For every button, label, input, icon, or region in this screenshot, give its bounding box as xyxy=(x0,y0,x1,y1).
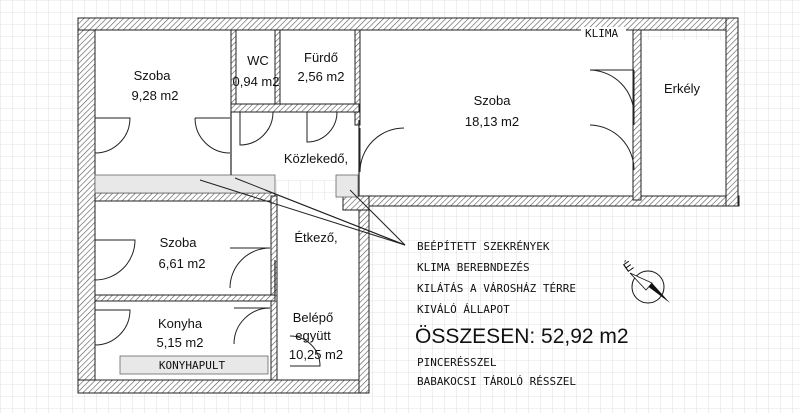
entrance-line1: Belépő xyxy=(293,310,333,325)
entrance-line2: együtt xyxy=(295,328,331,343)
wc-name: WC xyxy=(247,53,269,68)
klima-box xyxy=(581,27,626,40)
kitchen-area: 5,15 m2 xyxy=(157,335,204,350)
room-a-name: Szoba xyxy=(134,68,172,83)
total-area: ÖSSZESEN: 52,92 m2 xyxy=(415,325,629,348)
corridor-name: Közlekedő, xyxy=(284,151,348,166)
dining-name: Étkező, xyxy=(294,230,337,245)
wc-area: 0,94 m2 xyxy=(233,74,280,89)
room-big-area: 18,13 m2 xyxy=(465,114,519,129)
built-in-cabinets xyxy=(94,174,359,375)
feature-note: KLIMA BEREBNDEZÉS xyxy=(417,261,530,274)
feature-note: KILÁTÁS A VÁROSHÁZ TÉRRE xyxy=(417,282,576,295)
feature-notes: BEÉPÍTETT SZEKRÉNYEK KLIMA BEREBNDEZÉS K… xyxy=(417,240,576,316)
leader-lines xyxy=(199,177,406,246)
extra-note: PINCERÉSSZEL xyxy=(417,356,497,369)
partitions xyxy=(230,112,360,296)
bath-area: 2,56 m2 xyxy=(298,69,345,84)
extra-notes: PINCERÉSSZEL BABAKOCSI TÁROLÓ RÉSSZEL xyxy=(417,356,576,388)
entrance-area: 10,25 m2 xyxy=(289,347,343,362)
extra-note: BABAKOCSI TÁROLÓ RÉSSZEL xyxy=(417,375,576,388)
bath-name: Fürdő xyxy=(304,50,338,65)
room-small-name: Szoba xyxy=(160,235,198,250)
feature-note: BEÉPÍTETT SZEKRÉNYEK xyxy=(417,240,550,253)
klima-label: KLIMA xyxy=(585,27,618,40)
balcony-name: Erkély xyxy=(664,81,701,96)
room-big-name: Szoba xyxy=(474,93,512,108)
doors xyxy=(94,69,635,367)
room-small-area: 6,61 m2 xyxy=(159,256,206,271)
feature-note: KIVÁLÓ ÁLLAPOT xyxy=(417,303,510,316)
kitchen-name: Konyha xyxy=(158,316,203,331)
walls xyxy=(77,17,740,394)
konyhapult-label: KONYHAPULT xyxy=(159,359,226,372)
room-a-area: 9,28 m2 xyxy=(132,88,179,103)
